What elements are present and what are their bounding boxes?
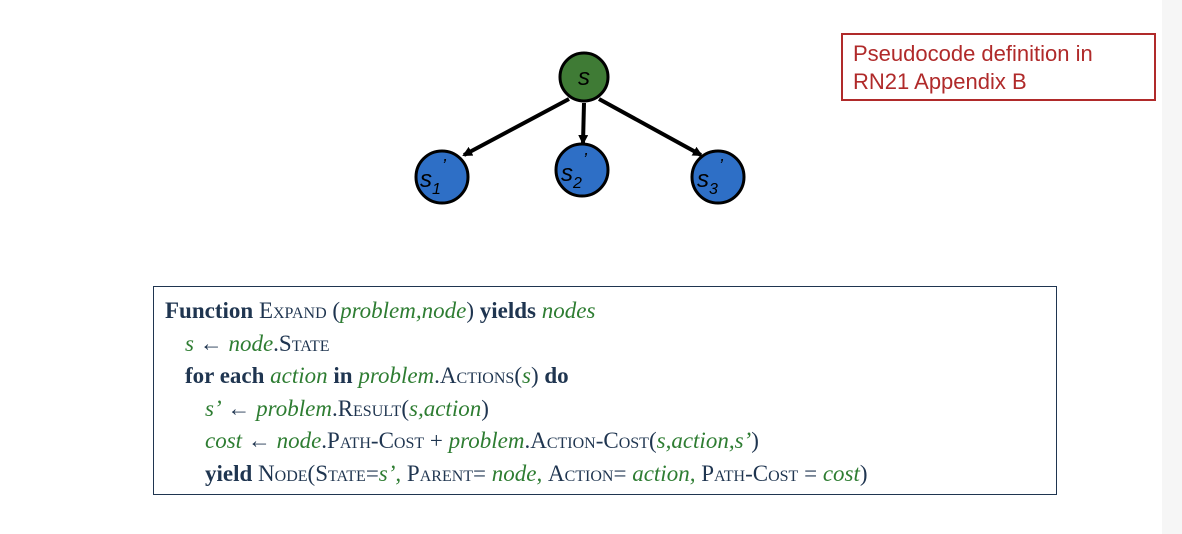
child-1-prime: ’ [442, 156, 447, 176]
arg-path-cost-eq: Path-Cost = [701, 460, 818, 486]
svg-text:s3’: s3’ [697, 156, 724, 198]
var-s: s [185, 330, 194, 356]
pseudocode-line-2: s ← node.State [165, 328, 1056, 361]
child-3-prime: ’ [719, 156, 724, 176]
child-node-1: s1’ [414, 149, 470, 205]
fn-action-cost: .Action-Cost [524, 428, 649, 454]
action-cost-args: s,action,s’ [656, 428, 752, 454]
keyword-do: do [544, 363, 569, 389]
result-args: s,action [409, 395, 482, 421]
var-problem: problem [256, 395, 332, 421]
pseudocode-line-4: s’ ← problem.Result(s,action) [205, 395, 489, 421]
fn-node: Node [258, 460, 308, 486]
arg-s: s [522, 363, 531, 389]
pseudocode-reference-note: Pseudocode definition in RN21 Appendix B [841, 33, 1156, 101]
var-cost: cost [205, 428, 243, 454]
edge-root-child2 [578, 102, 589, 145]
arg-cost: cost [822, 460, 860, 486]
arg-parent-eq: Parent= [406, 460, 487, 486]
keyword-yield: yield [205, 460, 253, 486]
pseudocode-line-5: cost ← node.Path-Cost + problem.Action-C… [205, 428, 759, 454]
note-text: Pseudocode definition in RN21 Appendix B [853, 41, 1093, 94]
svg-text:s1’: s1’ [420, 156, 447, 198]
child-node-3: s3’ [690, 149, 746, 205]
expand-pseudocode-box: Function Expand (problem,node) yields no… [153, 286, 1057, 495]
var-problem: problem [358, 363, 435, 389]
pseudocode-line-3: for each action in problem.Actions(s) do [185, 363, 569, 389]
fn-actions: .Actions [434, 363, 515, 389]
child-1-sub: 1 [432, 181, 441, 198]
arg-s-prime: s’, [378, 460, 402, 486]
assign-arrow: ← [247, 428, 271, 454]
arg-state-eq: State= [315, 460, 379, 486]
var-action: action [270, 363, 328, 389]
child-2-sub: 2 [572, 175, 582, 192]
assign-arrow: ← [227, 395, 251, 421]
pseudocode-line-1: Function Expand (problem,node) yields no… [165, 298, 596, 323]
child-1-base: s [420, 166, 432, 193]
edge-root-child1 [462, 97, 570, 157]
keyword-function: Function [165, 298, 254, 323]
pseudocode-line-6: yield Node(State=s’, Parent= node, Actio… [205, 460, 868, 486]
field-path-cost: .Path-Cost [321, 428, 425, 454]
keyword-in: in [333, 363, 353, 389]
root-node: s [558, 51, 610, 103]
child-node-2: s2’ [554, 142, 610, 198]
child-3-base: s [697, 166, 709, 193]
root-node-label: s [578, 64, 590, 91]
return-nodes: nodes [541, 298, 596, 323]
var-problem: problem [448, 428, 525, 454]
child-2-base: s [561, 160, 573, 187]
keyword-for-each: for each [185, 363, 265, 389]
right-edge-strip [1162, 0, 1182, 534]
child-2-prime: ’ [583, 150, 588, 170]
field-state: .State [273, 330, 330, 356]
var-node: node [276, 428, 322, 454]
plus-operator: + [429, 428, 443, 454]
arg-action-eq: Action= [547, 460, 627, 486]
fn-result: .Result [331, 395, 402, 421]
var-s-prime: s’ [205, 395, 222, 421]
var-node: node [228, 330, 274, 356]
function-name-expand: Expand [258, 298, 327, 323]
edge-root-child3 [598, 97, 703, 157]
expand-params: problem,node [340, 298, 467, 323]
child-3-sub: 3 [709, 181, 718, 198]
arg-action: action, [632, 460, 696, 486]
svg-text:s2’: s2’ [561, 150, 588, 192]
arg-node: node, [491, 460, 543, 486]
assign-arrow: ← [199, 330, 223, 356]
keyword-yields: yields [479, 298, 536, 323]
